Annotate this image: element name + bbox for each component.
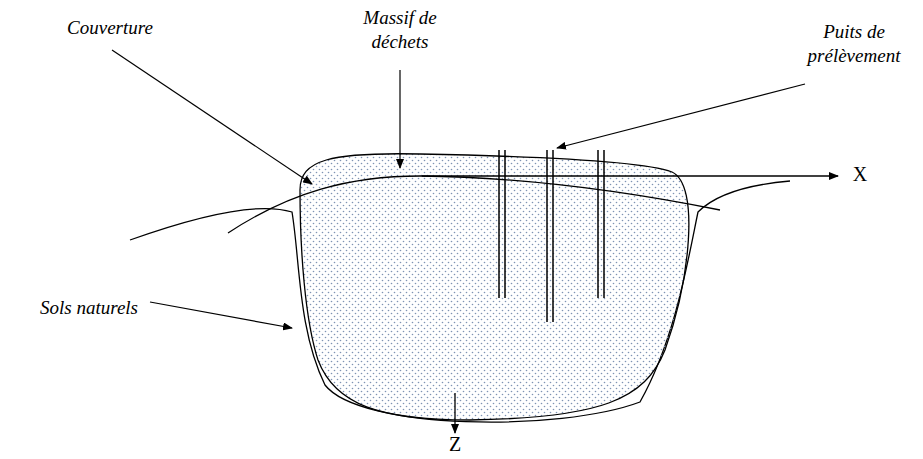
x-axis (422, 175, 838, 176)
leader-line (112, 50, 312, 184)
z-axis (454, 393, 455, 433)
axis-label: Z (443, 432, 467, 457)
cover-label: Couverture (40, 16, 180, 40)
leader-line (150, 302, 292, 328)
cover-line (228, 176, 720, 233)
waste-mass-label: Massif de déchets (335, 6, 465, 54)
axis-label: X (848, 162, 872, 187)
leader-line (399, 70, 400, 168)
wells-label: Puits de prélèvement (790, 20, 918, 68)
leader-line (557, 84, 805, 148)
soil-label: Sols naturels (30, 296, 148, 320)
